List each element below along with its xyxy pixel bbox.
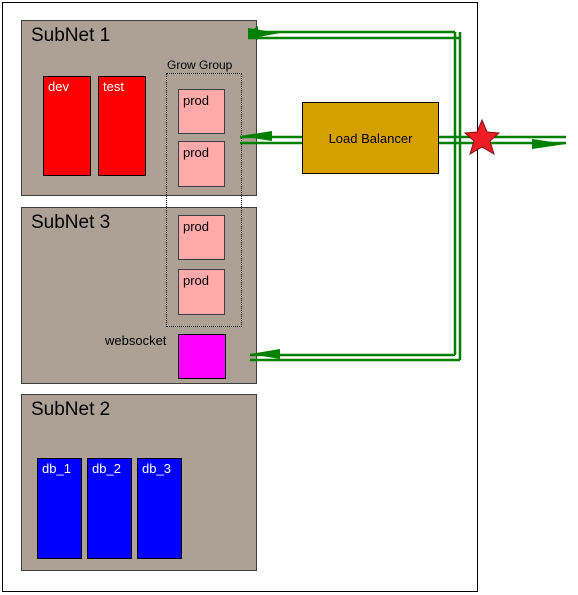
- prod-label: prod: [183, 219, 210, 234]
- prod-server: prod: [178, 141, 225, 187]
- websocket-label: websocket: [105, 333, 167, 348]
- dev-label: dev: [48, 79, 69, 94]
- load-balancer-label: Load Balancer: [328, 130, 413, 146]
- route-external-lb-arrow-icon: [532, 139, 566, 149]
- subnet-2-title: SubNet 2: [31, 399, 111, 420]
- dev-server: dev: [43, 76, 91, 176]
- grow-group-boundary: [166, 73, 242, 327]
- db-label: db_3: [142, 461, 171, 476]
- test-server: test: [98, 76, 146, 176]
- load-balancer: Load Balancer: [302, 102, 439, 174]
- db-server: db_2: [87, 458, 132, 559]
- prod-label: prod: [183, 273, 210, 288]
- db-server: db_3: [137, 458, 182, 559]
- prod-server: prod: [178, 215, 225, 260]
- prod-label: prod: [183, 93, 210, 108]
- db-label: db_1: [42, 461, 71, 476]
- db-label: db_2: [92, 461, 121, 476]
- prod-server: prod: [178, 269, 225, 315]
- prod-label: prod: [183, 145, 210, 160]
- websocket-server: [178, 334, 226, 379]
- db-server: db_1: [37, 458, 82, 559]
- subnet-3-title: SubNet 3: [31, 212, 111, 233]
- grow-group-label: Grow Group: [167, 58, 233, 72]
- prod-server: prod: [178, 89, 225, 134]
- test-label: test: [103, 79, 124, 94]
- subnet-1-title: SubNet 1: [31, 25, 111, 46]
